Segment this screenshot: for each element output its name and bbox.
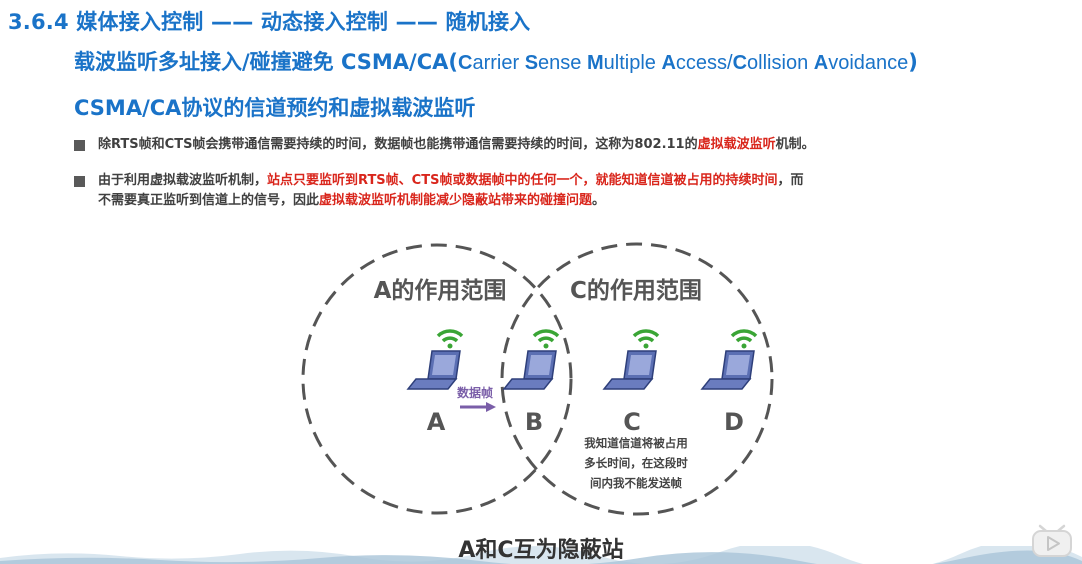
range-circle-a [301, 243, 573, 515]
station-c: C [603, 329, 660, 436]
wifi-icon [632, 329, 660, 351]
station-d: D [701, 329, 758, 436]
station-d-label: D [724, 408, 744, 436]
station-c-note-line1: 我知道信道将被占用 [584, 436, 688, 450]
section-title: 3.6.4 媒体接入控制 —— 动态接入控制 —— 随机接入 [8, 10, 531, 34]
range-circle-c [500, 242, 774, 516]
slide-heading: CSMA/CA协议的信道预约和虚拟载波监听 [74, 96, 476, 120]
play-button-icon[interactable] [1030, 522, 1074, 558]
station-b-label: B [525, 408, 543, 436]
bullet-hidden-station: 由于利用虚拟载波监听机制，站点只要监听到RTS帧、CTS帧或数据帧中的任何一个，… [74, 171, 803, 211]
range-label-a: A的作用范围 [374, 277, 507, 304]
diagram-caption: A和C互为隐蔽站 [458, 538, 624, 563]
subtitle-abbr: CSMA/CA( [340, 50, 458, 74]
bullet-virtual-sensing: 除RTS帧和CTS帧会携带通信需要持续的时间，数据帧也能携带通信需要持续的时间，… [74, 135, 815, 155]
bullet-square-icon [74, 140, 85, 151]
data-frame-arrow-icon [460, 402, 496, 412]
subtitle-csma-ca: 载波监听多址接入/碰撞避免 CSMA/CA(Carrier Sense Mult… [74, 50, 918, 74]
station-c-note-line2: 多长时间，在这段时 [584, 456, 688, 470]
laptop-icon [603, 350, 657, 390]
wifi-icon [436, 329, 464, 351]
data-frame-label: 数据帧 [457, 385, 493, 400]
wifi-icon [730, 329, 758, 351]
station-c-note-line3: 间内我不能发送帧 [590, 476, 682, 490]
bullet-square-icon [74, 176, 85, 187]
station-a: A [407, 329, 464, 436]
station-b: B [503, 329, 560, 436]
laptop-icon [503, 350, 557, 390]
laptop-icon [407, 350, 461, 390]
subtitle-cn: 载波监听多址接入/碰撞避免 [74, 50, 341, 74]
station-a-label: A [427, 408, 446, 436]
station-c-label: C [623, 408, 641, 436]
laptop-icon [701, 350, 755, 390]
wifi-icon [532, 329, 560, 351]
decorative-skyline [0, 546, 1082, 564]
range-label-c: C的作用范围 [570, 277, 702, 304]
